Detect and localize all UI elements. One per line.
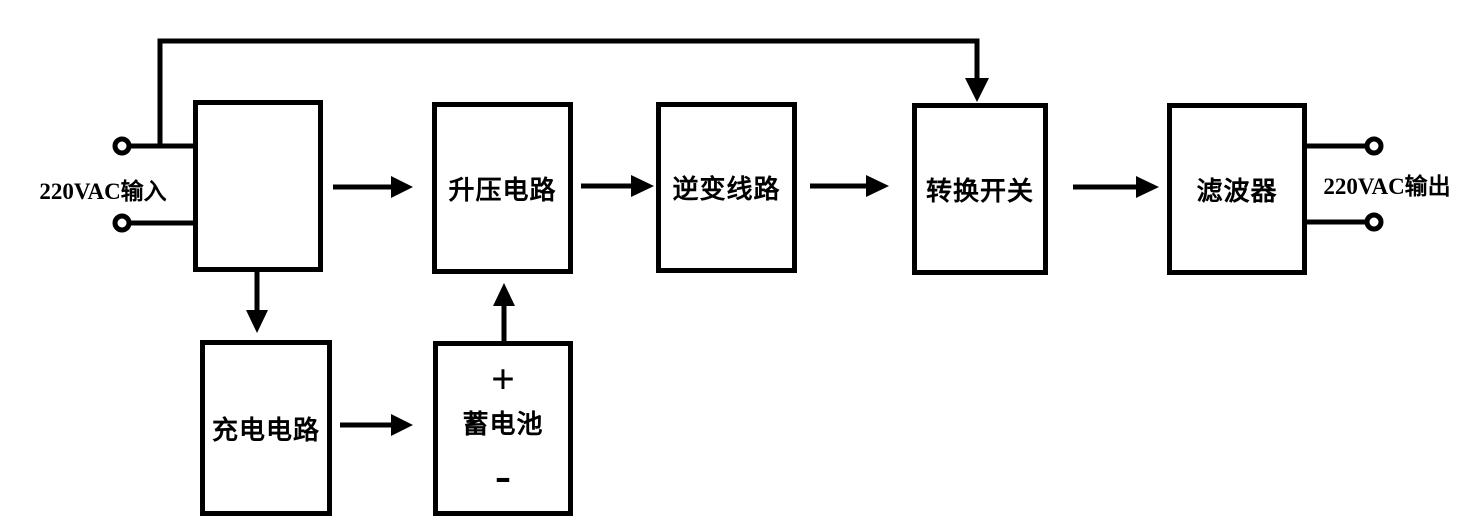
arrowhead-boost-to-inverter-icon <box>631 175 654 197</box>
inverter-circuit-label: 逆变线路 <box>672 175 781 204</box>
filter-label: 滤波器 <box>1196 176 1278 206</box>
boost-circuit-label: 升压电路 <box>448 175 557 205</box>
charger-circuit-label: 充电电路 <box>211 415 320 445</box>
battery-label: 蓄电池 <box>462 410 544 439</box>
arrowhead-rectifier-to-boost-icon <box>391 176 413 198</box>
block-rectifier <box>193 100 323 272</box>
arrowhead-charger-to-battery-icon <box>391 414 413 436</box>
arrowhead-battery-to-boost-icon <box>493 283 515 306</box>
battery-negative-sign: - <box>495 449 511 502</box>
output-terminal-top <box>1364 136 1384 156</box>
block-charger-circuit: 充电电路 <box>200 340 332 516</box>
bypass-line <box>157 38 980 146</box>
block-inverter-circuit: 逆变线路 <box>656 102 797 273</box>
block-boost-circuit: 升压电路 <box>432 102 573 274</box>
bypass-arrowhead-icon <box>965 78 989 102</box>
input-terminal-top <box>112 136 132 156</box>
battery-positive-sign: + <box>491 357 515 403</box>
input-terminal-bottom <box>112 213 132 233</box>
ac-output-label: 220VAC输出 <box>1323 174 1451 199</box>
arrowhead-rectifier-to-charger-icon <box>246 310 268 333</box>
arrowhead-transfer-to-filter-icon <box>1136 176 1159 198</box>
transfer-switch-label: 转换开关 <box>925 176 1034 206</box>
block-transfer-switch: 转换开关 <box>912 103 1048 275</box>
arrowhead-inverter-to-transfer-icon <box>866 175 889 197</box>
block-battery: + 蓄电池 - <box>433 341 573 516</box>
output-terminal-bottom <box>1364 212 1384 232</box>
ac-input-label: 220VAC输入 <box>39 179 167 204</box>
block-filter: 滤波器 <box>1167 103 1307 275</box>
